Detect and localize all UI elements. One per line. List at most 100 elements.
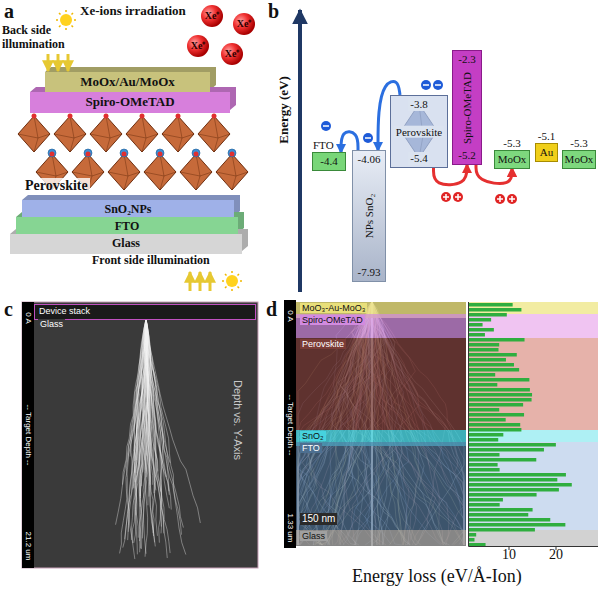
- stack-band: Device stack: [34, 304, 256, 320]
- energy-loss-bar: [469, 463, 498, 467]
- octahedron-edges: [54, 116, 86, 152]
- ion-label: Xe⁺: [205, 10, 220, 22]
- box-label: Perovskite: [394, 125, 444, 138]
- light-arrow: [47, 54, 50, 71]
- energy-loss-bar: [469, 533, 476, 537]
- halide-ion: [104, 114, 109, 119]
- energy-loss-bar: [469, 503, 500, 507]
- halide-ion: [158, 152, 163, 157]
- energy-loss-bar: [469, 478, 557, 482]
- light-arrows: [190, 272, 210, 291]
- box-label: -5.4: [408, 152, 429, 165]
- layer-band: Glass: [10, 234, 242, 254]
- ion-tracks: [116, 319, 201, 559]
- box-label: NPs SnO₂: [363, 194, 376, 239]
- energy-loss-bar: [469, 498, 503, 502]
- scale-label: 150 nm: [300, 513, 337, 525]
- energy-loss-bar: [469, 488, 559, 492]
- ion-track: [122, 319, 146, 485]
- energy-loss-bar: [469, 398, 532, 402]
- electron: [433, 80, 443, 90]
- chart-band: [468, 314, 598, 338]
- depth-label: 1.33 um: [285, 514, 294, 543]
- octahedron-edges: [18, 116, 50, 152]
- energy-loss-bar: [469, 468, 500, 472]
- energy-loss-bar: [469, 358, 506, 362]
- energy-loss-bar: [469, 383, 497, 387]
- box-label: -2.3: [458, 53, 475, 66]
- energy-loss-bar: [469, 453, 500, 457]
- octahedron: [144, 154, 176, 190]
- energy-loss-bar: [469, 543, 486, 547]
- hole-sign: [509, 196, 515, 202]
- ion-label: Xe⁺: [191, 40, 206, 52]
- box-label: SnO₂NPs: [105, 203, 152, 217]
- box-label: FTO: [300, 443, 322, 453]
- energy-loss-bar: [469, 388, 530, 392]
- level-heading: -5.3: [570, 137, 587, 150]
- tick-label: 10: [502, 547, 516, 563]
- light-arrow: [189, 272, 192, 291]
- energy-loss-bar: [469, 513, 528, 517]
- srim-panel-c: [22, 302, 258, 568]
- energy-level-box: -2.3Spiro-OMeTAD-5.2: [452, 50, 482, 165]
- a-site-ion: [120, 149, 128, 157]
- ion-track: [146, 319, 186, 555]
- a-site-ion: [84, 149, 92, 157]
- chart-band: [468, 302, 598, 314]
- energy-loss-bar: [469, 343, 499, 347]
- axis-title: Energy (eV): [277, 76, 292, 144]
- energy-level-box: -5.1Au: [535, 143, 558, 162]
- hole: [495, 194, 505, 204]
- ion-track: [128, 319, 146, 532]
- box-label: MoO₃-Au-MoO₃: [300, 303, 367, 313]
- energy-loss-bar: [469, 308, 521, 312]
- glass-region: Glass: [34, 318, 256, 566]
- hole-sign: [497, 196, 503, 202]
- energy-loss-bar: [469, 428, 521, 432]
- ion-track: [146, 319, 181, 535]
- a-site-ion: [192, 149, 200, 157]
- box-label: Device stack: [39, 306, 90, 316]
- ion-track: [144, 319, 150, 461]
- layer-band: Glass: [296, 530, 466, 546]
- a-site-ion: [48, 149, 56, 157]
- box-label: Glass: [38, 319, 65, 329]
- chart-band: [468, 338, 598, 430]
- simulation-window: [296, 302, 466, 546]
- light-arrow: [209, 272, 212, 291]
- energy-loss-bar: [469, 373, 495, 377]
- energy-loss-bar: [469, 363, 514, 367]
- box-label: MoOx/Au/MoOx: [80, 75, 175, 90]
- electron-transfer-arrow: [341, 132, 358, 152]
- ion-track: [146, 319, 200, 523]
- axis-title: Energy loss (eV/Å-Ion): [352, 566, 522, 587]
- ion-ball: [221, 43, 243, 65]
- panel-letter: d: [266, 298, 277, 321]
- panel-letter: c: [4, 298, 13, 321]
- depth-label: 0 A: [285, 310, 294, 322]
- energy-loss-bar: [469, 438, 498, 442]
- box-label: -3.8: [408, 98, 429, 111]
- electron-sign: [323, 125, 329, 127]
- energy-loss-bar: [469, 348, 499, 352]
- ion-track: [146, 319, 170, 553]
- energy-loss-bar: [469, 418, 506, 422]
- energy-loss-bar: [469, 393, 532, 397]
- ion-label: Xe⁺: [237, 18, 252, 30]
- octahedron-edges: [144, 154, 176, 190]
- energy-loss-bar: [469, 528, 535, 532]
- depth-strip: [22, 302, 34, 568]
- octahedron: [162, 116, 194, 152]
- energy-loss-bar: [469, 413, 524, 417]
- energy-loss-bar: [469, 323, 483, 327]
- halide-ion: [122, 152, 127, 157]
- energy-axis: [298, 10, 302, 292]
- sun-disc: [60, 14, 72, 26]
- energy-loss-bar: [469, 483, 572, 487]
- energy-loss-bar: [469, 378, 529, 382]
- energy-loss-bar: [469, 318, 491, 322]
- depth-label: -- Target Depth --: [23, 405, 32, 466]
- halide-ion: [86, 152, 91, 157]
